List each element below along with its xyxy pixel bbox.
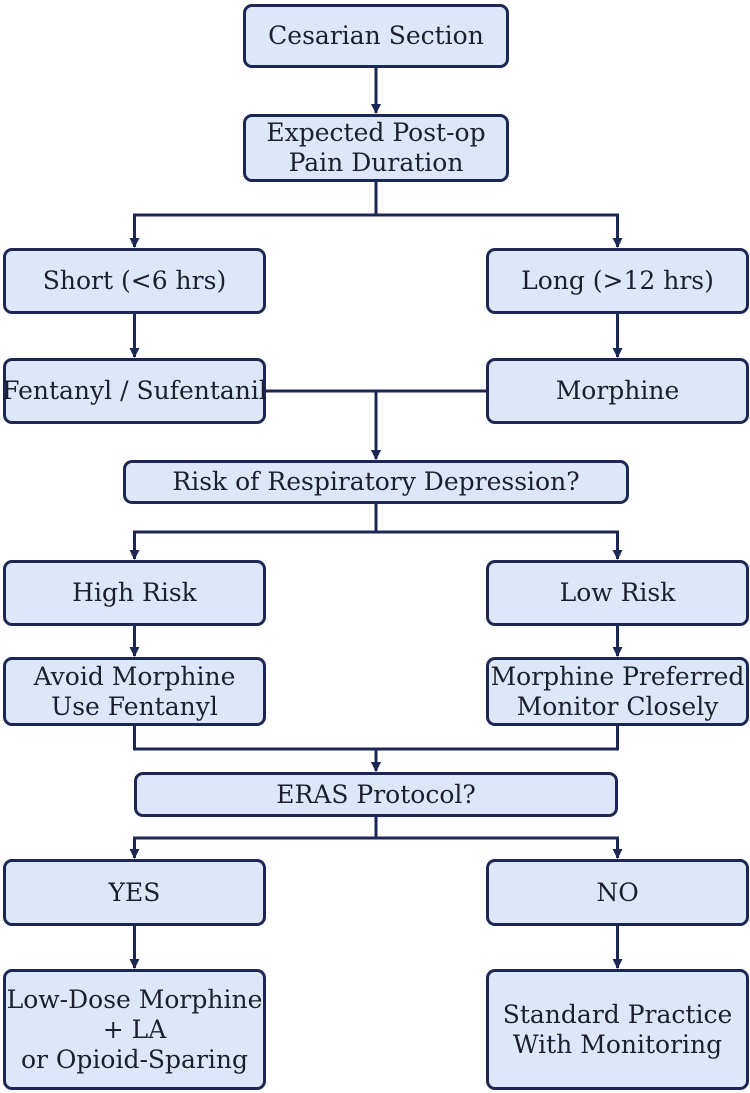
connector-resp-to-high	[129, 504, 378, 560]
node-long-duration: Long (>12 hrs)	[486, 248, 749, 314]
node-expected-pain-duration: Expected Post-op Pain Duration	[243, 114, 509, 182]
connector-avoid-to-eras	[133, 726, 381, 772]
node-yes: YES	[3, 859, 266, 926]
node-fentanyl-sufentanil: Fentanyl / Sufentanil	[2, 358, 267, 424]
node-line: NO	[596, 877, 639, 907]
node-high-risk: High Risk	[3, 560, 266, 626]
node-line: or Opioid-Sparing	[20, 1044, 249, 1074]
node-line: Pain Duration	[288, 148, 464, 177]
node-respiratory-depression-risk: Risk of Respiratory Depression?	[123, 460, 629, 504]
node-low-risk: Low Risk	[486, 560, 749, 626]
node-line: Short (<6 hrs)	[42, 266, 227, 295]
node-line: + LA	[102, 1014, 167, 1044]
connector-fentanyl-to-resp	[266, 389, 381, 460]
node-line: Morphine Preferred	[490, 661, 745, 691]
node-line: YES	[108, 877, 161, 907]
node-morphine: Morphine	[486, 358, 749, 424]
node-line: Risk of Respiratory Depression?	[172, 467, 580, 496]
node-line: Cesarian Section	[268, 21, 484, 50]
node-avoid-morphine: Avoid Morphine Use Fentanyl	[3, 657, 266, 726]
node-line: Morphine	[555, 376, 680, 405]
node-line: Long (>12 hrs)	[521, 266, 714, 295]
node-cesarian-section: Cesarian Section	[243, 4, 509, 68]
connector-preferred-to-eras	[371, 726, 619, 772]
node-line: ERAS Protocol?	[276, 779, 476, 809]
node-line: With Monitoring	[512, 1029, 723, 1059]
node-short-duration: Short (<6 hrs)	[3, 248, 266, 314]
node-line: Avoid Morphine	[33, 661, 236, 691]
node-line: Fentanyl / Sufentanil	[2, 376, 267, 405]
node-line: Expected Post-op	[266, 118, 486, 147]
connector-eras-to-no	[374, 817, 623, 859]
node-line: Low Risk	[559, 578, 676, 607]
node-low-dose-morphine: Low-Dose Morphine + LA or Opioid-Sparing	[3, 969, 266, 1090]
node-no: NO	[486, 859, 749, 926]
node-line: Low-Dose Morphine	[6, 984, 263, 1014]
connector-duration-to-short	[129, 182, 378, 248]
connector-duration-to-long	[374, 182, 623, 248]
node-eras-protocol: ERAS Protocol?	[134, 772, 618, 817]
connector-eras-to-yes	[129, 817, 378, 859]
node-line: Monitor Closely	[516, 691, 719, 721]
node-standard-practice: Standard Practice With Monitoring	[486, 969, 749, 1090]
connector-resp-to-low	[374, 504, 623, 560]
node-morphine-preferred: Morphine Preferred Monitor Closely	[486, 657, 749, 726]
node-line: High Risk	[72, 578, 197, 607]
connector-morphine-to-resp	[371, 389, 486, 460]
node-line: Standard Practice	[502, 999, 733, 1029]
node-line: Use Fentanyl	[51, 691, 218, 721]
